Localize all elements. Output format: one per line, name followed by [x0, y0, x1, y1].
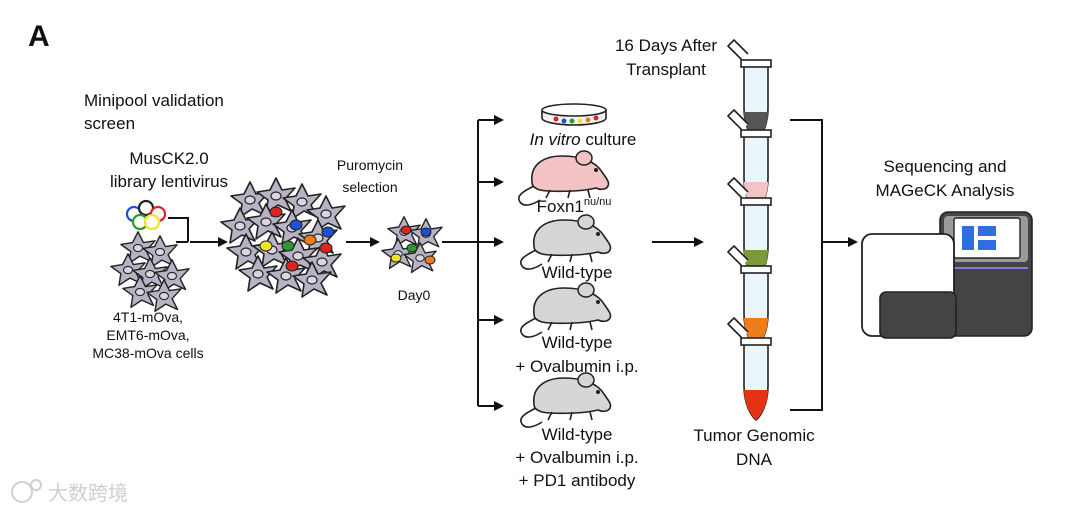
- condition-wt-label: Wild-type: [542, 263, 613, 282]
- pd1-mouse-icon: [519, 372, 612, 428]
- transduced-cells-icon: [220, 177, 346, 298]
- cell-lines-line1: 4T1-mOva,: [113, 309, 183, 325]
- tube-nude-icon: [727, 109, 772, 213]
- day0-label: Day0: [398, 287, 431, 303]
- panel-label: A: [28, 20, 50, 53]
- sequencing-label-line2: MAGeCK Analysis: [876, 181, 1015, 200]
- merge-bracket: [168, 217, 189, 243]
- petri-dish-icon: [541, 103, 607, 126]
- screen-title-line2: screen: [84, 114, 135, 133]
- tumor-dna-label-line2: DNA: [736, 450, 773, 469]
- condition-ova-label-line1: Wild-type: [542, 333, 613, 352]
- tube-wt-icon: [727, 177, 772, 281]
- distribution-arrows: [442, 115, 504, 411]
- condition-ova-label-line2: + Ovalbumin i.p.: [515, 357, 638, 376]
- watermark-text: 大数跨境: [48, 482, 128, 505]
- puromycin-label-line2: selection: [342, 179, 397, 195]
- condition-invitro-label: In vitro culture: [530, 130, 637, 149]
- tube-pd1-icon: [727, 317, 772, 421]
- condition-pd1-label-line3: + PD1 antibody: [519, 471, 636, 490]
- collect-bracket: [790, 119, 858, 411]
- library-label-line1: MusCK2.0: [129, 149, 208, 168]
- cell-lines-line3: MC38-mOva cells: [92, 345, 203, 361]
- tumor-dna-label-line1: Tumor Genomic: [693, 426, 815, 445]
- day0-cells-icon: [381, 216, 443, 274]
- condition-nude-label: Foxn1nu/nu: [537, 196, 612, 216]
- screen-title-line1: Minipool validation: [84, 91, 224, 110]
- cell-lines-line2: EMT6-mOva,: [106, 327, 189, 343]
- library-label-line2: library lentivirus: [110, 172, 228, 191]
- ova-mouse-icon: [519, 282, 612, 338]
- condition-pd1-label-line2: + Ovalbumin i.p.: [515, 448, 638, 467]
- tube-ova-icon: [727, 245, 772, 349]
- transplant-label-line1: 16 Days After: [615, 36, 717, 55]
- sequencing-label-line1: Sequencing and: [884, 157, 1007, 176]
- puromycin-label-line1: Puromycin: [337, 157, 403, 173]
- sequencer-icon: [861, 211, 1033, 339]
- lentivirus-icon: [125, 199, 167, 231]
- watermark-logo: 大数跨境: [11, 479, 128, 505]
- transplant-label-line2: Transplant: [626, 60, 706, 79]
- parental-cells-icon: [110, 231, 190, 313]
- condition-pd1-label-line1: Wild-type: [542, 425, 613, 444]
- tube-invitro-icon: [727, 39, 772, 143]
- wt-mouse-icon: [519, 214, 612, 270]
